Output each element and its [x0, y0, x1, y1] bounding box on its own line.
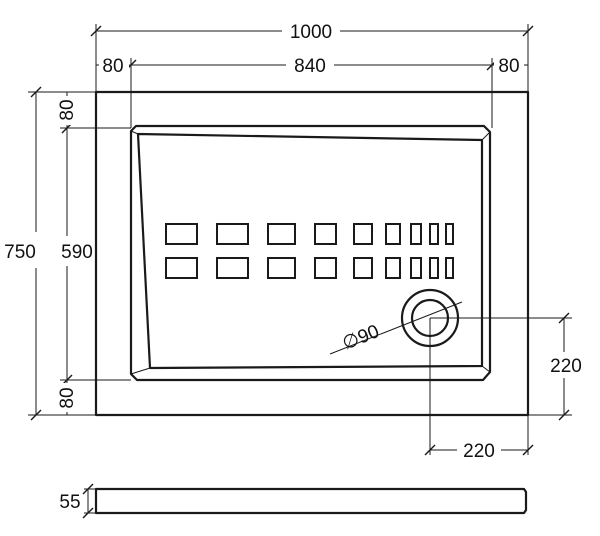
- tick-mark: [558, 409, 570, 421]
- basin-outer-edge: [129, 124, 492, 382]
- tick-mark: [424, 444, 436, 456]
- left-margin-label: 80: [102, 56, 123, 77]
- anti-slip-slot: [410, 223, 422, 245]
- tick-mark: [522, 25, 534, 37]
- anti-slip-slot: [216, 223, 249, 245]
- tray-side-profile: [94, 487, 528, 515]
- anti-slip-slot: [385, 257, 401, 279]
- anti-slip-slot: [429, 223, 439, 245]
- overall-width-label: 1000: [290, 22, 332, 43]
- inner-width-label: 840: [294, 56, 326, 77]
- overall-length-label: 750: [4, 242, 36, 263]
- anti-slip-slot: [353, 223, 373, 245]
- top-dimensions: 1000 80 840 80: [90, 22, 534, 128]
- tray-plan-view: ∅90 220 220: [94, 90, 582, 462]
- anti-slip-slot: [267, 257, 296, 279]
- drain-diameter-label: ∅90: [340, 321, 383, 355]
- anti-slip-pattern: [165, 223, 454, 279]
- left-dimensions: 750 80 590 80: [4, 86, 131, 421]
- label-backdrop: [56, 383, 78, 412]
- anti-slip-slot: [165, 223, 198, 245]
- tick-mark: [522, 444, 534, 456]
- anti-slip-slot: [267, 223, 296, 245]
- chamfer-line: [481, 131, 491, 141]
- inner-length-label: 590: [61, 242, 93, 263]
- anti-slip-slot: [445, 257, 454, 279]
- chamfer-line: [481, 365, 491, 373]
- chamfer-line: [130, 130, 139, 135]
- anti-slip-slot: [353, 257, 373, 279]
- tick-mark: [82, 483, 94, 495]
- tick-mark: [30, 86, 42, 98]
- tray-outer-rim: [94, 90, 530, 417]
- bottom-margin-label: 80: [57, 387, 78, 408]
- anti-slip-slot: [314, 223, 337, 245]
- tick-mark: [82, 507, 94, 519]
- tick-mark: [558, 312, 570, 324]
- tray-side-view: 55: [59, 483, 528, 519]
- label-backdrop: [99, 54, 129, 74]
- tick-mark: [90, 25, 102, 37]
- chamfer-line: [130, 367, 151, 375]
- top-margin-label: 80: [57, 99, 78, 120]
- tray-height-label: 55: [59, 492, 80, 513]
- drain-offset-vertical-label: 220: [550, 356, 582, 377]
- label-backdrop: [457, 440, 501, 460]
- tick-mark: [30, 409, 42, 421]
- anti-slip-slot: [314, 257, 337, 279]
- anti-slip-slot: [429, 257, 439, 279]
- drain-diameter-leader: [329, 301, 463, 355]
- anti-slip-slot: [216, 257, 249, 279]
- anti-slip-slot: [445, 223, 454, 245]
- drain-offset-horizontal-label: 220: [463, 441, 495, 462]
- label-backdrop: [494, 54, 524, 74]
- anti-slip-slot: [385, 223, 401, 245]
- anti-slip-slot: [410, 257, 422, 279]
- anti-slip-slot: [165, 257, 198, 279]
- label-backdrop: [56, 96, 78, 125]
- right-margin-label: 80: [498, 56, 519, 77]
